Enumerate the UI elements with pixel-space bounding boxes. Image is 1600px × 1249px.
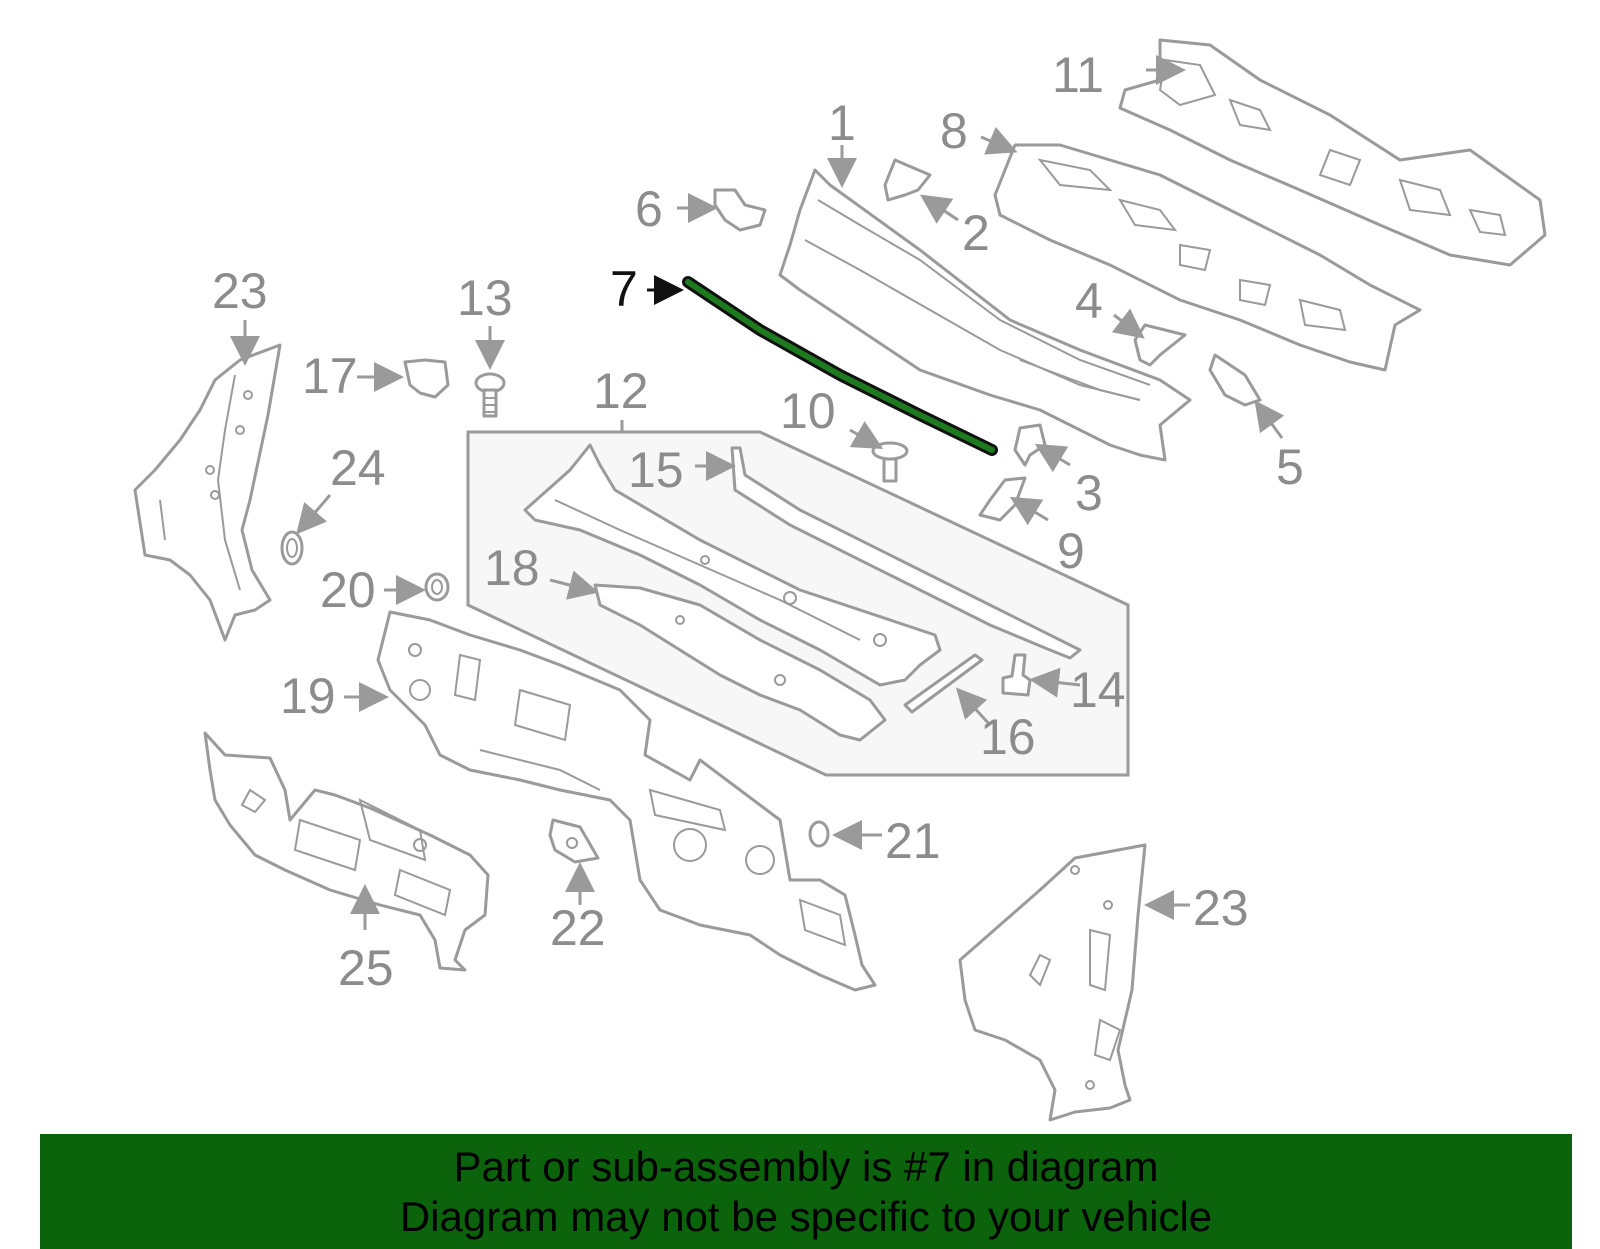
part-4-bracket[interactable]	[1133, 323, 1187, 367]
callout-12: 12	[593, 363, 649, 419]
callout-19: 19	[280, 668, 336, 724]
part-1-cowl-vent[interactable]	[778, 168, 1192, 462]
footer-banner: Part or sub-assembly is #7 in diagram Di…	[40, 1134, 1572, 1249]
callout-23-right: 23	[1193, 880, 1249, 936]
callout-8: 8	[940, 103, 968, 159]
callout-25: 25	[338, 940, 394, 996]
callout-2: 2	[962, 205, 990, 261]
part-3-bracket[interactable]	[1013, 423, 1047, 467]
footer-line-part-number: Part or sub-assembly is #7 in diagram	[453, 1142, 1159, 1190]
part-11-cowl-panel[interactable]	[1118, 38, 1547, 267]
part-18-reinforcement[interactable]	[593, 583, 887, 742]
callout-22: 22	[550, 900, 606, 956]
callout-13: 13	[457, 270, 513, 326]
callout-16: 16	[980, 709, 1036, 765]
callout-14: 14	[1070, 662, 1126, 718]
part-9-bracket[interactable]	[978, 476, 1027, 522]
callout-17: 17	[302, 348, 358, 404]
part-21-plug[interactable]	[808, 820, 830, 848]
callout-9: 9	[1057, 523, 1085, 579]
part-5-plate[interactable]	[1208, 353, 1262, 407]
footer-line-disclaimer: Diagram may not be specific to your vehi…	[399, 1192, 1213, 1240]
part-17-grommet[interactable]	[403, 358, 450, 399]
part-6-clip[interactable]	[713, 188, 767, 232]
callout-1: 1	[828, 95, 856, 151]
part-23-left-panel[interactable]	[133, 343, 282, 642]
callout-15: 15	[628, 442, 684, 498]
callout-11: 11	[1052, 47, 1104, 103]
part-24-washer[interactable]	[280, 530, 304, 566]
callout-6: 6	[635, 181, 663, 237]
part-13-bolt[interactable]	[474, 372, 506, 418]
part-8-cowl-top[interactable]	[993, 143, 1422, 372]
part-25-insulator[interactable]	[203, 731, 490, 972]
part-14-clip[interactable]	[1001, 653, 1032, 697]
callout-21: 21	[885, 813, 941, 869]
part-23-right-panel[interactable]	[958, 843, 1147, 1122]
part-16-strip[interactable]	[903, 653, 984, 714]
callout-18: 18	[484, 540, 540, 596]
part-12-dash-upper[interactable]	[523, 443, 942, 687]
part-20-plug[interactable]	[424, 572, 450, 602]
part-15-strip[interactable]	[730, 446, 1082, 660]
leader-arrows	[230, 55, 1285, 930]
parts-diagram: 1 2 3 4 5 6 7 8 9 10 11 12 13 14 15 16 1…	[133, 38, 1547, 1122]
callout-3: 3	[1075, 465, 1103, 521]
callout-24: 24	[330, 440, 386, 496]
part-10-clip[interactable]	[871, 441, 909, 483]
callout-4: 4	[1075, 273, 1103, 329]
part-19-dash-panel[interactable]	[376, 610, 877, 992]
callout-20: 20	[320, 562, 376, 618]
part-2-bracket[interactable]	[883, 158, 932, 202]
callout-23-left: 23	[212, 263, 268, 319]
part-7-weatherstrip-highlight	[685, 279, 995, 453]
callout-10: 10	[780, 383, 836, 439]
callout-5: 5	[1276, 439, 1304, 495]
part-22-plate[interactable]	[548, 818, 600, 864]
callout-7: 7	[610, 261, 638, 317]
